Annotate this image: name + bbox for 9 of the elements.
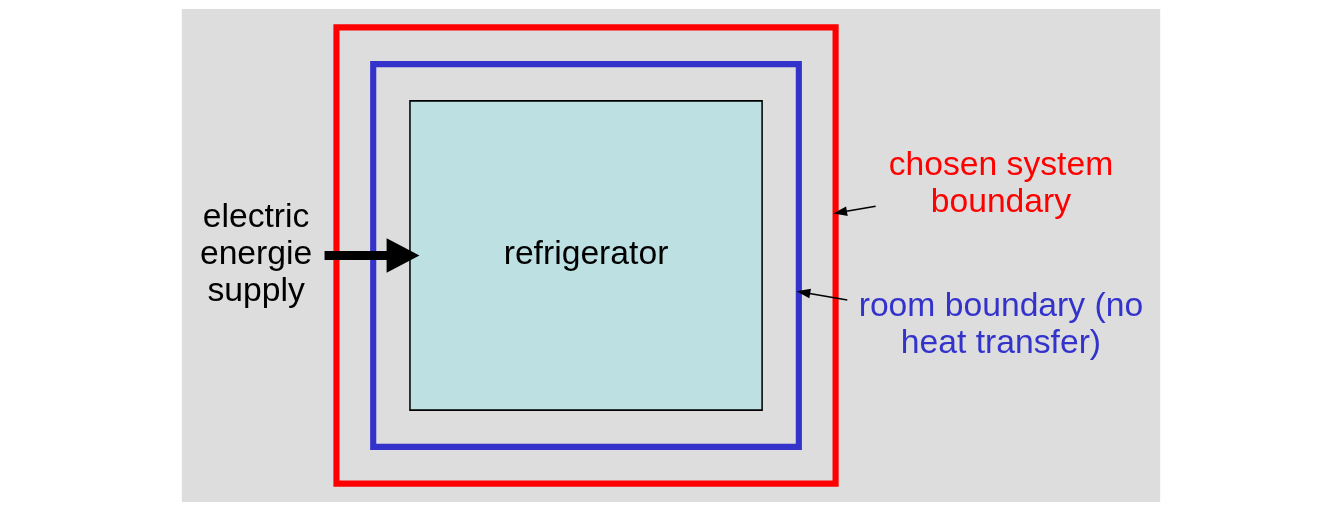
arrow [796, 288, 848, 301]
arrow [324, 237, 419, 273]
arrow [832, 204, 876, 216]
cluster [332, 23, 839, 487]
cluster [369, 60, 802, 450]
node-text: chosen system boundary [888, 144, 1113, 219]
node-text: room boundary (no heat transfer) [858, 285, 1143, 360]
node-text: electric energie supply [199, 196, 312, 308]
node-box: refrigerator [408, 99, 763, 411]
